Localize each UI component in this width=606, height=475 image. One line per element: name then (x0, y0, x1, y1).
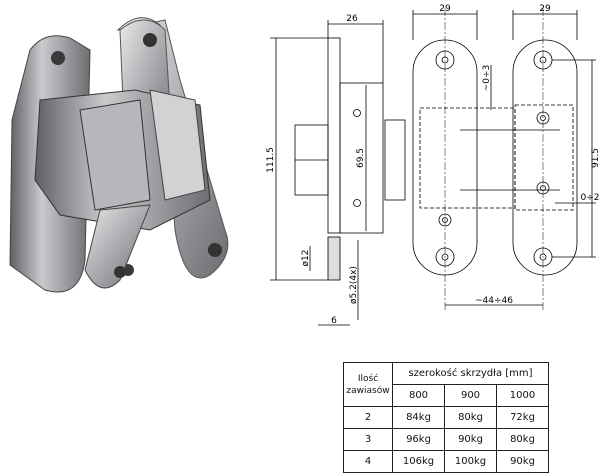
dim-left-width: 29 (439, 4, 451, 14)
corner-header-line2: zawiasów (346, 385, 390, 396)
hinge-count: 2 (343, 406, 393, 429)
load-cell: 84kg (392, 406, 445, 429)
hinge-product-photo (9, 17, 229, 293)
load-cell: 90kg (444, 428, 497, 451)
dim-hole-spacing: 91.5 (591, 148, 601, 168)
load-cell: 106kg (392, 450, 445, 473)
width-header: 900 (444, 384, 497, 407)
group-header: szerokość skrzydła [mm] (392, 362, 549, 385)
corner-header: Ilość zawiasów (343, 362, 393, 407)
technical-drawing: 26 111.5 69.5 ø12 ø5.2(4x) 6 29 29 ~0÷3 … (266, 4, 601, 326)
dim-bore-diameter: ø12 (301, 250, 311, 267)
corner-header-line1: Ilość (357, 373, 379, 384)
dim-right-width: 29 (539, 4, 551, 14)
width-header: 800 (392, 384, 445, 407)
table-row: 3 96kg 90kg 80kg (343, 428, 549, 451)
dim-body-height: 69.5 (356, 148, 366, 168)
side-view (270, 20, 406, 326)
dim-lateral-adjust: 0÷2 (581, 193, 600, 203)
load-cell: 80kg (444, 406, 497, 429)
dim-plate-thickness: 6 (331, 316, 337, 326)
table-row: 2 84kg 80kg 72kg (343, 406, 549, 429)
dim-door-thickness: ~44÷46 (475, 296, 513, 306)
dim-vertical-adjust: ~0÷3 (482, 65, 492, 92)
dim-overall-height: 111.5 (266, 147, 276, 173)
dim-hole-diameter: ø5.2(4x) (349, 266, 359, 304)
load-cell: 90kg (496, 450, 549, 473)
hinge-body (34, 89, 211, 289)
table-row: 4 106kg 100kg 90kg (343, 450, 549, 473)
hinge-count: 4 (343, 450, 393, 473)
dim-side-width: 26 (346, 14, 358, 24)
load-cell: 96kg (392, 428, 445, 451)
load-cell: 100kg (444, 450, 497, 473)
hinge-count: 3 (343, 428, 393, 451)
load-capacity-table: Ilość zawiasów szerokość skrzydła [mm] 8… (343, 362, 549, 473)
load-cell: 80kg (496, 428, 549, 451)
width-header: 1000 (496, 384, 549, 407)
load-cell: 72kg (496, 406, 549, 429)
front-view-right (445, 8, 596, 310)
